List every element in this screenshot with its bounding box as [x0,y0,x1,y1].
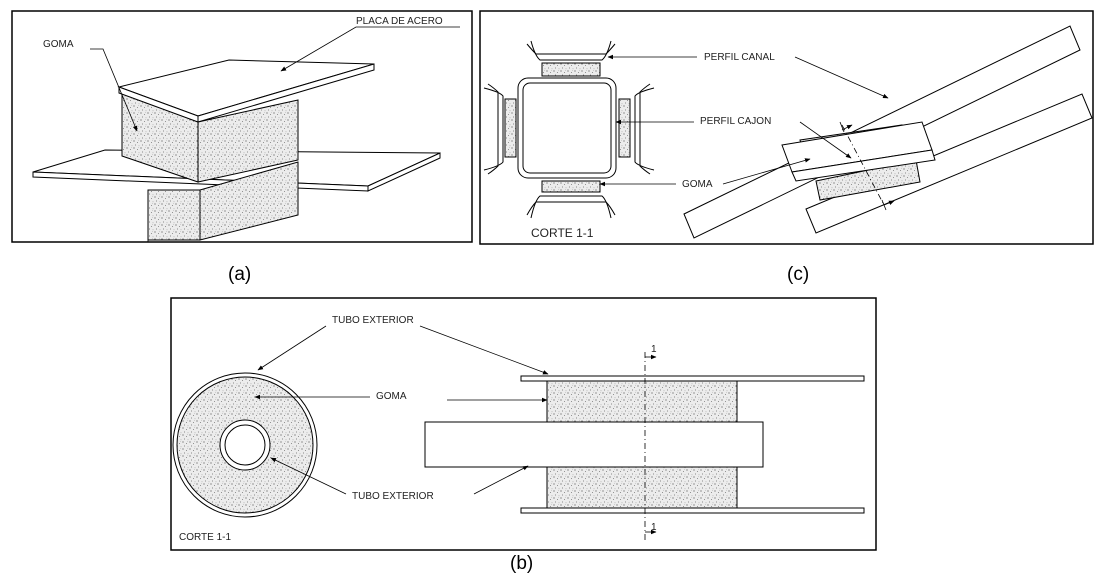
leader-goma-c-right [722,158,811,185]
leader-tubo-top-right [419,325,549,375]
section-arrow-top-c [841,124,853,131]
channel-right [639,83,651,175]
leader-perfil-canal-right [794,56,889,99]
panel-c: CORTE 1-1 PERFIL CANAL PERFIL CAJON GOMA… [479,10,1094,285]
label-perfil-canal: PERFIL CANAL [704,52,775,63]
section-mark-top-b: 1 [651,344,657,355]
section-arrow-bottom-c [883,200,895,206]
label-corte-c: CORTE 1-1 [531,226,594,240]
channel-bottom-inner [530,195,612,219]
section-mark-top-c [839,121,845,133]
rubber-pad-bottom [541,180,601,193]
label-goma-c: GOMA [682,179,713,190]
caption-a: (a) [228,264,251,285]
channel-right-inner [634,87,655,171]
rubber-pad-right [618,98,631,158]
top-steel-plate-side-face [197,63,375,123]
outer-tube-top [520,375,865,382]
label-goma-a: GOMA [43,39,74,50]
bottom-steel-plate-side-face [367,152,441,192]
panel-a-frame [11,10,473,243]
panel-b: CORTE 1-1 1 1 TUBO EXTERIOR GOMA TUBO EX… [170,297,877,573]
label-corte-b: CORTE 1-1 [179,532,231,543]
label-tubo-exterior-bottom: TUBO EXTERIOR [352,491,434,502]
box-beam-side [791,149,936,182]
rubber-pad-top [541,62,601,77]
label-goma-b: GOMA [376,391,407,402]
channel-top-inner [530,40,612,61]
channel-bottom [526,201,616,216]
leader-perfil-cajon-right [799,121,852,159]
inclined-elevation [683,25,1093,239]
rubber-upper [546,380,738,423]
inner-tube-bar [424,421,764,468]
rubber-lower [546,466,738,509]
section-mark-bottom-b: 1 [651,522,657,533]
box-profile-inner [522,82,612,174]
panel-a: GOMA PLACA DE ACERO (a) [11,10,473,285]
leader-goma-a [90,48,138,132]
channel-left-inner [483,87,504,171]
label-perfil-cajon: PERFIL CAJON [700,116,771,127]
corte-1-1-cross-section [483,40,655,219]
channel-left [487,83,499,175]
leader-tubo-bottom-right [473,465,529,495]
panel-c-frame [479,10,1094,245]
leader-tubo-bottom-left [270,457,347,495]
label-tubo-exterior-top: TUBO EXTERIOR [332,315,414,326]
rubber-block-lower-front [147,189,201,241]
rubber-pad-left [504,98,517,158]
channel-lower-beam [805,93,1093,234]
circular-cross-section [172,372,318,518]
leader-placa [280,26,460,72]
inner-tube-inner [224,424,266,466]
tube-elevation [424,352,865,542]
caption-b: (b) [510,553,533,573]
rubber-block-upper-side [197,99,299,183]
leader-tubo-top-left [257,325,327,371]
section-line-c [841,124,885,206]
outer-tube-bottom [520,507,865,514]
rubber-block-lower-side [199,161,299,241]
caption-c: (c) [787,264,809,285]
label-placa-de-acero: PLACA DE ACERO [356,16,443,27]
channel-top [526,43,616,55]
panel-b-frame [170,297,877,551]
